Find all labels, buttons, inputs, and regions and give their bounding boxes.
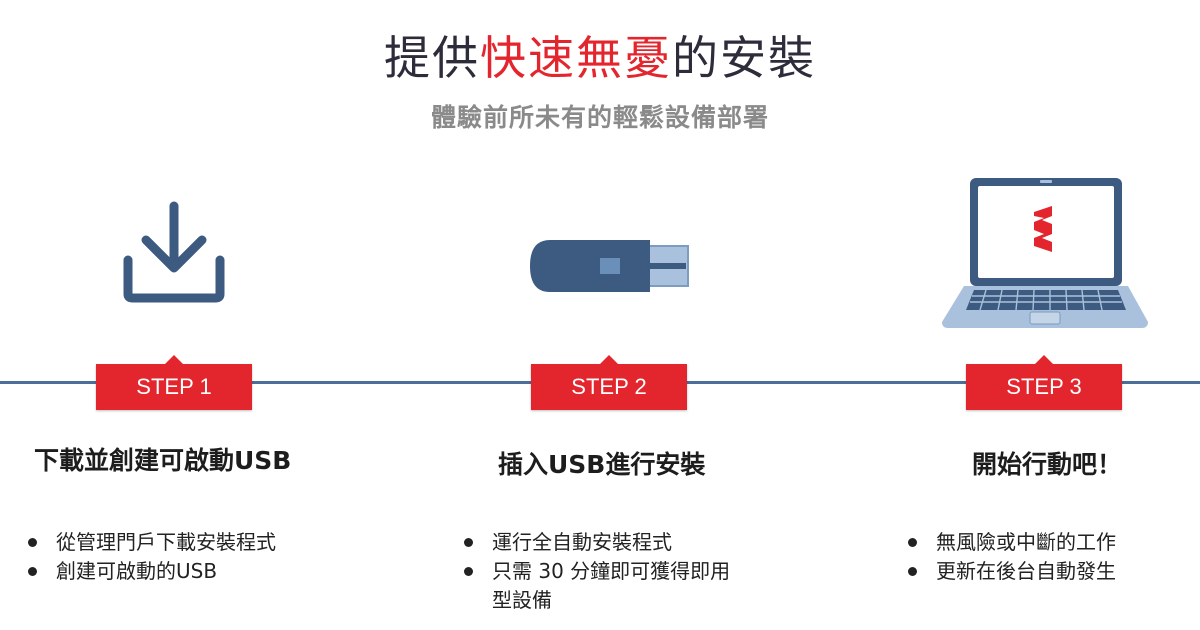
laptop-icon — [940, 176, 1150, 332]
title-suffix: 的安裝 — [672, 31, 816, 85]
list-item: 無風險或中斷的工作 — [906, 528, 1186, 557]
title-highlight: 快速無憂 — [480, 31, 672, 85]
step-2-heading: 插入USB進行安裝 — [498, 450, 706, 479]
list-item: 創建可啟動的USB — [26, 557, 366, 586]
download-icon — [120, 198, 228, 304]
step-2-bullets: 運行全自動安裝程式 只需 30 分鐘即可獲得即用 型設備 — [462, 528, 792, 615]
step-1-badge: STEP 1 — [96, 355, 252, 410]
usb-drive-icon — [528, 238, 692, 294]
step-3-bullets: 無風險或中斷的工作 更新在後台自動發生 — [906, 528, 1186, 586]
page-title: 提供快速無憂的安裝 — [0, 22, 1200, 88]
step-3-badge: STEP 3 — [966, 355, 1122, 410]
list-item: 只需 30 分鐘即可獲得即用 型設備 — [462, 557, 792, 615]
list-item: 從管理門戶下載安裝程式 — [26, 528, 366, 557]
list-item: 更新在後台自動發生 — [906, 557, 1186, 586]
brand-logo-icon — [1034, 206, 1052, 252]
list-item: 運行全自動安裝程式 — [462, 528, 792, 557]
step-1-heading: 下載並創建可啟動USB — [34, 446, 292, 475]
step-2-badge: STEP 2 — [531, 355, 687, 410]
step-1-bullets: 從管理門戶下載安裝程式 創建可啟動的USB — [26, 528, 366, 586]
step-3-heading: 開始行動吧！ — [972, 450, 1123, 479]
page-subtitle: 體驗前所未有的輕鬆設備部署 — [430, 103, 769, 132]
title-prefix: 提供 — [384, 31, 480, 85]
